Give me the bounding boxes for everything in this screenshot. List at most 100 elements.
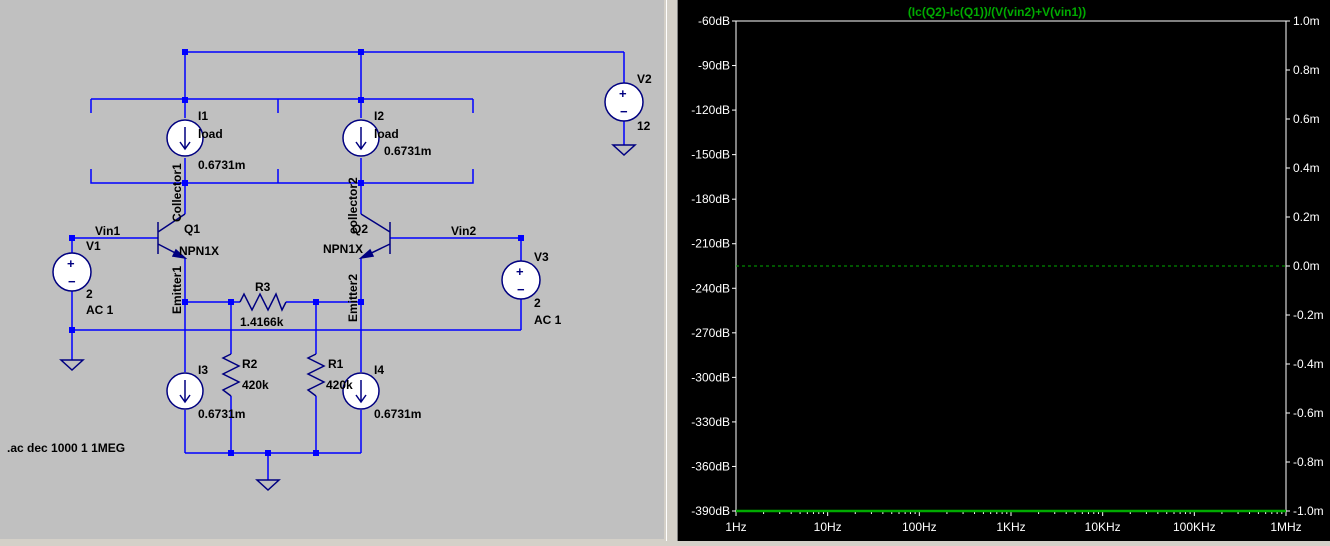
label-q1-name: Q1 <box>184 222 200 236</box>
x-axis-ticks: 1Hz 10Hz 100Hz 1KHz 10KHz 100KHz 1MHz <box>725 511 1302 534</box>
x-tick-label: 10Hz <box>814 520 842 534</box>
y2-tick-label: -0.4m <box>1293 357 1324 371</box>
y2-tick-label: -0.6m <box>1293 406 1324 420</box>
label-i1-name: I1 <box>198 109 208 123</box>
label-r1-name: R1 <box>328 357 344 371</box>
label-i2-name: I2 <box>374 109 384 123</box>
voltage-sources[interactable] <box>52 82 644 300</box>
x-tick-label: 100KHz <box>1173 520 1216 534</box>
x-tick-label: 1KHz <box>996 520 1025 534</box>
label-i1-type: load <box>198 127 223 141</box>
x-tick-label: 10KHz <box>1085 520 1121 534</box>
y-tick-label: -120dB <box>691 103 730 117</box>
plot-canvas[interactable]: (Ic(Q2)-Ic(Q1))/(V(vin2)+V(vin1)) -60dB-… <box>678 0 1330 541</box>
net-label-vin2: Vin2 <box>451 224 476 238</box>
schematic-background <box>0 0 664 539</box>
label-v1-ac: AC 1 <box>86 303 114 317</box>
ground-symbols <box>59 144 637 492</box>
schematic-editor[interactable]: + − + − + − I1 load 0.6731m I2 load 0.6731m… <box>0 0 666 541</box>
label-r2-value: 420k <box>242 378 269 392</box>
label-i3-value: 0.6731m <box>198 407 245 421</box>
label-q1-model: NPN1X <box>179 244 219 258</box>
y-tick-label: -300dB <box>691 370 730 384</box>
y-tick-label: -90dB <box>698 59 730 73</box>
net-label-emitter2: Emitter2 <box>346 274 360 322</box>
svg-text:+: + <box>516 264 524 279</box>
source-polarity: + − + − + − <box>67 86 628 297</box>
label-i3-name: I3 <box>198 363 208 377</box>
label-v1-name: V1 <box>86 239 101 253</box>
y-tick-label: -210dB <box>691 237 730 251</box>
x-tick-label: 100Hz <box>902 520 937 534</box>
label-r2-name: R2 <box>242 357 258 371</box>
plot-background <box>678 0 1330 541</box>
label-q2-name: Q2 <box>352 222 368 236</box>
y-tick-label: -150dB <box>691 148 730 162</box>
svg-text:+: + <box>619 86 627 101</box>
y-tick-label: -240dB <box>691 281 730 295</box>
label-i2-value: 0.6731m <box>384 144 431 158</box>
label-i1-value: 0.6731m <box>198 158 245 172</box>
traces[interactable] <box>736 265 1286 513</box>
ground-icon <box>255 479 281 492</box>
y2-tick-label: 1.0m <box>1293 14 1320 28</box>
net-label-vin1: Vin1 <box>95 224 120 238</box>
x-tick-label: 1Hz <box>725 520 746 534</box>
label-v2-name: V2 <box>637 72 652 86</box>
resistor-r3 <box>239 292 287 312</box>
label-i2-type: load <box>374 127 399 141</box>
label-i4-value: 0.6731m <box>374 407 421 421</box>
label-i4-name: I4 <box>374 363 384 377</box>
schematic-canvas[interactable]: + − + − + − I1 load 0.6731m I2 load 0.6731m… <box>0 0 666 541</box>
y2-tick-label: -0.8m <box>1293 455 1324 469</box>
y-tick-label: -180dB <box>691 192 730 206</box>
component-labels: I1 load 0.6731m I2 load 0.6731m I3 0.673… <box>7 72 652 455</box>
label-v3-ac: AC 1 <box>534 313 562 327</box>
net-label-collector1: Collector1 <box>170 163 184 222</box>
svg-text:+: + <box>67 256 75 271</box>
voltage-source-v1 <box>52 252 92 292</box>
junction-dots <box>69 49 524 456</box>
y-tick-label: -330dB <box>691 415 730 429</box>
x-tick-label: 1MHz <box>1270 520 1301 534</box>
trace-label[interactable]: (Ic(Q2)-Ic(Q1))/(V(vin2)+V(vin1)) <box>908 5 1086 19</box>
pane-splitter[interactable] <box>666 0 678 541</box>
y-tick-label: -60dB <box>698 14 730 28</box>
y2-tick-label: -1.0m <box>1293 504 1324 518</box>
label-r3-value: 1.4166k <box>240 315 284 329</box>
label-q2-model: NPN1X <box>323 242 363 256</box>
y-axis-ticks: -60dB -90dB -120dB -150dB -180dB -210dB -240dB… <box>691 14 736 518</box>
net-label-collector2: collector2 <box>346 177 360 234</box>
y2-tick-label: 0.6m <box>1293 112 1320 126</box>
svg-text:−: − <box>620 104 628 119</box>
y-tick-label: -360dB <box>691 459 730 473</box>
label-v1-dc: 2 <box>86 287 93 301</box>
y2-tick-label: -0.2m <box>1293 308 1324 322</box>
y2-tick-label: 0.8m <box>1293 63 1320 77</box>
label-v3-name: V3 <box>534 250 549 264</box>
ground-icon <box>59 359 85 372</box>
y-tick-label: -390dB <box>691 504 730 518</box>
waveform-viewer[interactable]: (Ic(Q2)-Ic(Q1))/(V(vin2)+V(vin1)) -60dB-… <box>678 0 1330 541</box>
label-r1-value: 420k <box>326 378 353 392</box>
label-r3-name: R3 <box>255 280 271 294</box>
transistors[interactable] <box>157 213 391 260</box>
resistors[interactable] <box>221 292 326 397</box>
y2-tick-label: 0.4m <box>1293 161 1320 175</box>
voltage-source-v2 <box>604 82 644 122</box>
svg-text:−: − <box>517 282 525 297</box>
label-v2-value: 12 <box>637 119 651 133</box>
y-tick-label: -270dB <box>691 326 730 340</box>
y2-tick-label: 0.2m <box>1293 210 1320 224</box>
spice-directive[interactable]: .ac dec 1000 1 1MEG <box>7 441 125 455</box>
resistor-r2 <box>221 353 241 397</box>
svg-text:−: − <box>68 274 76 289</box>
net-label-emitter1: Emitter1 <box>170 266 184 314</box>
ground-icon <box>611 144 637 157</box>
label-v3-dc: 2 <box>534 296 541 310</box>
resistor-r1 <box>306 353 326 397</box>
y2-axis-ticks: 1.0m 0.8m 0.6m 0.4m 0.2m 0.0m -0.2m -0.4m -0.6m -… <box>1286 14 1324 518</box>
y2-tick-label: 0.0m <box>1293 259 1320 273</box>
voltage-source-v3 <box>501 260 541 300</box>
current-arrows <box>179 127 367 404</box>
